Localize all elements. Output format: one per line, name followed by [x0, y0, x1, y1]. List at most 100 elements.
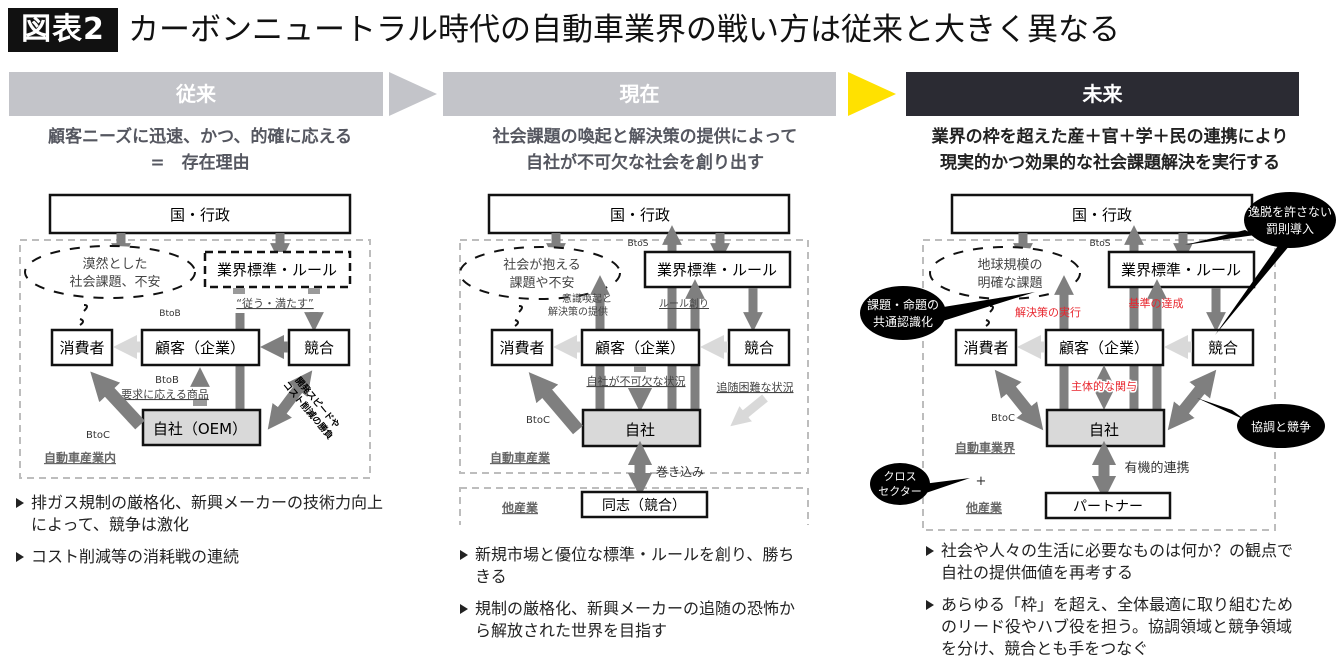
phase-subtitle-present: 社会課題の喚起と解決策の提供によって 自社が不可欠な社会を創り出す	[440, 124, 850, 176]
connector	[308, 288, 320, 294]
bubble-tail	[1197, 398, 1245, 420]
arrow	[730, 394, 768, 427]
competitor-label: 競合	[744, 339, 774, 357]
product-label: 要求に応える商品	[121, 387, 209, 401]
diagram-present: 国・行政 BtoS 社会が抱える 課題や不安 業界標準・ルール 意識喚起と 解決…	[459, 193, 809, 525]
concern-cloud	[24, 245, 196, 299]
self-label: 自社	[1089, 421, 1119, 439]
bullet-item: あらゆる「枠」を超え、全体最適に取り組むためのリード役やハブ役を担う。協調領域と…	[924, 594, 1304, 660]
region-boundary	[922, 239, 1276, 531]
rule-label: ルール創り	[659, 298, 709, 310]
thought-dots	[514, 305, 523, 327]
shared-text: 共通認識化	[873, 314, 933, 329]
cloud-text: 社会が抱える	[503, 257, 581, 273]
thought-dots	[79, 304, 88, 326]
coop-bubble	[1237, 404, 1325, 448]
competitor-box	[1191, 328, 1255, 367]
phase-header-present: 現在	[443, 72, 836, 116]
standard-label: 業界標準・ルール	[217, 261, 337, 279]
figure-number-badge: 図表2	[8, 8, 118, 52]
awareness-text: 意識喚起と	[562, 292, 612, 305]
consumer-label: 消費者	[963, 339, 1008, 357]
bullet-item: 新規市場と優位な標準・ルールを創り、勝ちきる	[458, 544, 808, 588]
btob-label: BtoB	[159, 309, 180, 319]
bullet-item: 社会や人々の生活に必要なものは何か？の観点で自社の提供価値を再考する	[924, 540, 1304, 584]
bubble-tail	[1215, 243, 1290, 335]
cross-text: クロス	[884, 470, 917, 483]
subtitle-line: 顧客ニーズに迅速、かつ、的確に応える	[48, 127, 352, 147]
customer-label: 顧客（企業）	[595, 339, 685, 357]
cross-sector-bubble	[870, 463, 930, 505]
standard-achieve-label: 基準の達成	[1129, 296, 1184, 310]
customer-label: 顧客（企業）	[155, 339, 245, 357]
plus-sign: +	[976, 474, 987, 489]
awareness-text: 解決策の提供	[548, 305, 608, 318]
customer-box	[140, 328, 261, 367]
subtitle-line: 社会課題の喚起と解決策の提供によって	[492, 127, 798, 147]
phase-header-future: 未来	[906, 72, 1299, 116]
issue-cloud	[929, 246, 1081, 300]
gov-box	[487, 193, 791, 235]
gov-label: 国・行政	[170, 206, 230, 224]
btos-label: BtoS	[628, 239, 649, 249]
standard-label: 業界標準・ルール	[1121, 261, 1241, 279]
gov-label: 国・行政	[1072, 206, 1132, 224]
bullet-item: コスト削減等の消耗戦の連続	[14, 546, 384, 568]
bullets-past: 排ガス規制の厳格化、新興メーカーの技術力向上によって、競争は激化 コスト削減等の…	[14, 492, 384, 578]
standard-box	[1107, 250, 1256, 289]
essential-label: 自社が不可欠な状況	[587, 374, 686, 388]
ally-box	[580, 490, 709, 519]
organic-label: 有機的連携	[1124, 460, 1189, 476]
penalty-bubble	[1244, 192, 1336, 248]
self-label: 自社	[625, 421, 655, 439]
btoc-arrow	[994, 369, 1044, 431]
region-boundary	[459, 239, 809, 474]
hard-follow-label: 追随困難な状況	[717, 380, 794, 394]
competitor-label: 競合	[1208, 339, 1238, 357]
connector	[233, 288, 245, 294]
subtitle-line: = 存在理由	[150, 153, 250, 173]
standard-box	[203, 250, 352, 289]
competitor-arrow	[1167, 369, 1217, 431]
self-box	[581, 408, 702, 448]
shared-bubble	[860, 286, 946, 340]
self-oem-box	[141, 408, 262, 447]
follow-label: “従う・満たす”	[236, 297, 313, 310]
other-region-label: 他産業	[501, 500, 539, 515]
cross-text: セクター	[878, 485, 922, 498]
ally-label: 同志（競合）	[602, 498, 686, 514]
gov-label: 国・行政	[610, 206, 670, 224]
penalty-text: 罰則導入	[1266, 222, 1314, 236]
btoc-label: BtoC	[991, 413, 1015, 424]
diagram-future: 国・行政 BtoS 地球規模の 明確な課題 業界標準・ルール 解決策の実行 基準…	[860, 192, 1336, 531]
bubble-tail	[925, 292, 1035, 325]
proactive-label: 主体的な関与	[1071, 379, 1137, 393]
customer-box	[580, 328, 701, 367]
region-boundary	[19, 239, 371, 479]
coop-text: 協調と競争	[1251, 419, 1311, 434]
bullets-present: 新規市場と優位な標準・ルールを創り、勝ちきる 規制の厳格化、新興メーカーの追随の…	[458, 544, 808, 652]
penalty-text: 逸脱を許さない	[1248, 204, 1332, 219]
bullet-item: 排ガス規制の厳格化、新興メーカーの技術力向上によって、競争は激化	[14, 492, 384, 536]
chevron-right-icon	[848, 72, 896, 116]
competitor-label: 競合	[304, 339, 334, 357]
btos-label: BtoS	[1090, 239, 1111, 249]
partner-box	[1044, 491, 1172, 520]
subtitle-line: 業界の枠を超えた産＋官＋学＋民の連携により	[931, 127, 1289, 147]
consumer-box	[50, 328, 114, 367]
partner-label: パートナー	[1073, 499, 1143, 515]
bubble-tail	[1185, 230, 1255, 245]
other-region-label: 他産業	[965, 500, 1003, 515]
btob-label: BtoB	[155, 375, 179, 386]
subtitle-line: 現実的かつ効果的な社会課題解決を実行する	[940, 153, 1280, 173]
competitor-box	[287, 328, 351, 367]
region-label: 自動車産業内	[44, 450, 116, 465]
standard-box	[643, 250, 792, 289]
connector	[634, 366, 646, 372]
concern-cloud	[459, 246, 621, 300]
region-label: 自動車業界	[955, 440, 1015, 455]
figure-title: カーボンニュートラル時代の自動車業界の戦い方は従来と大きく異なる	[128, 12, 1120, 48]
btoc-label: BtoC	[86, 430, 110, 441]
bubble-tail	[915, 478, 970, 495]
customer-box	[1044, 328, 1165, 367]
